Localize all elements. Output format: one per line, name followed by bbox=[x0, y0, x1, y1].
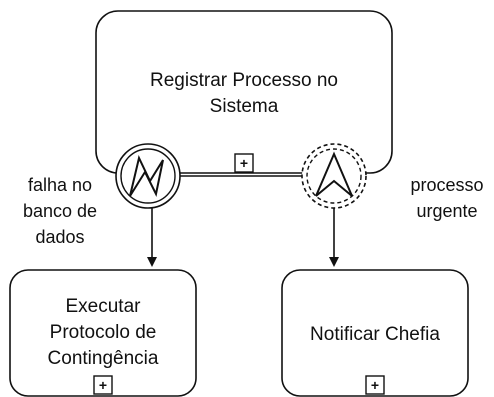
left-flow-label-line2: banco de bbox=[23, 201, 97, 221]
escalation-boundary-event[interactable] bbox=[301, 143, 367, 209]
notify-task-box bbox=[281, 269, 469, 397]
notify-marker-plus: + bbox=[371, 377, 379, 393]
contingency-task-label-line2: Protocolo de bbox=[50, 322, 157, 343]
contingency-protocol-task[interactable]: Executar Protocolo de Contingência + bbox=[9, 269, 197, 397]
register-process-task-box bbox=[95, 10, 393, 174]
register-process-task-label-line1: Registrar Processo no bbox=[150, 70, 338, 91]
right-flow-label-line1: processo bbox=[410, 175, 483, 195]
contingency-task-label-line1: Executar bbox=[66, 296, 142, 317]
contingency-marker-plus: + bbox=[99, 377, 107, 393]
notify-manager-task[interactable]: Notificar Chefia + bbox=[281, 269, 469, 397]
right-flow-label: processo urgente bbox=[410, 175, 483, 221]
left-flow-label-line3: dados bbox=[35, 227, 84, 247]
main-task-marker-plus: + bbox=[240, 155, 248, 171]
contingency-task-box bbox=[9, 269, 197, 397]
main-task-subprocess-marker[interactable]: + bbox=[234, 153, 254, 173]
main-task-marker-box bbox=[234, 153, 254, 173]
right-flow-label-line2: urgente bbox=[416, 201, 477, 221]
register-process-task[interactable]: Registrar Processo no Sistema bbox=[95, 10, 393, 174]
lightning-error-icon bbox=[129, 155, 164, 198]
left-flow-label: falha no banco de dados bbox=[23, 175, 97, 247]
contingency-task-subprocess-marker[interactable]: + bbox=[93, 375, 113, 395]
register-process-task-label-line2: Sistema bbox=[210, 96, 279, 117]
escalation-arrow-icon bbox=[315, 151, 353, 197]
left-flow-label-line1: falha no bbox=[28, 175, 92, 195]
notify-marker-box bbox=[365, 375, 385, 395]
contingency-marker-box bbox=[93, 375, 113, 395]
notify-task-subprocess-marker[interactable]: + bbox=[365, 375, 385, 395]
error-boundary-event[interactable] bbox=[115, 143, 181, 209]
notify-task-label: Notificar Chefia bbox=[310, 324, 440, 345]
contingency-task-label-line3: Contingência bbox=[48, 348, 159, 369]
